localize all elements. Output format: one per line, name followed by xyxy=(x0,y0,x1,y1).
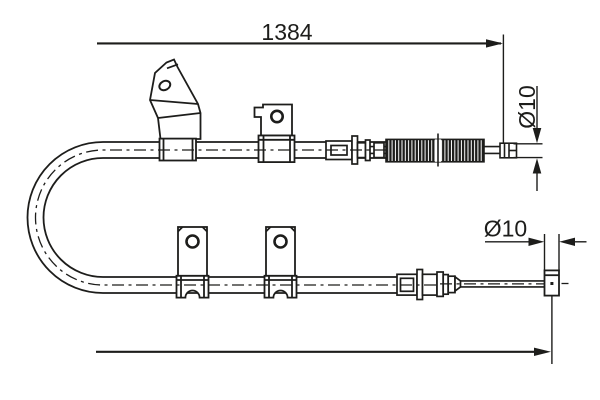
dimension-overall-length: 1384 xyxy=(97,19,505,143)
lower-cable-end-barrel xyxy=(543,269,569,297)
dimension-label-upper-diameter: Ø10 xyxy=(514,85,540,128)
barrel-center-mark xyxy=(550,282,554,285)
dimension-label-lower-diameter: Ø10 xyxy=(484,216,527,242)
arrowhead-right-icon xyxy=(528,237,545,246)
cable-outline xyxy=(26,141,400,294)
arrowhead-down-icon xyxy=(532,128,542,144)
lower-bracket-2 xyxy=(263,226,298,299)
bracket-clamp xyxy=(263,274,298,299)
arrowhead-right-icon xyxy=(534,347,551,356)
lower-bracket-1 xyxy=(175,226,210,299)
dimension-label-overall-length: 1384 xyxy=(261,19,312,45)
upper-cable-end xyxy=(499,142,518,159)
centerlines xyxy=(34,149,548,286)
bracket-oval-hole xyxy=(158,79,172,92)
cable-outer-edge xyxy=(26,141,400,294)
arrowhead-left-icon xyxy=(559,237,575,246)
bracket-tab-line xyxy=(166,63,179,70)
bracket-clamp xyxy=(175,274,210,299)
upper-flat-bracket xyxy=(253,103,296,164)
arrowhead-right-icon xyxy=(486,39,503,48)
return-spring xyxy=(385,133,485,167)
dimension-upper-diameter: Ø10 xyxy=(513,85,543,191)
cable-rods xyxy=(369,145,546,288)
bracket-round-hole xyxy=(269,109,284,124)
dimension-lower-diameter: Ø10 xyxy=(484,216,587,271)
dimension-lower-length xyxy=(96,295,553,364)
bracket-fold-line xyxy=(157,112,201,119)
bracket-body xyxy=(149,58,202,140)
cable-inner-edge xyxy=(42,157,400,278)
bracket-round-hole xyxy=(273,234,288,249)
bracket-fold-line xyxy=(149,99,199,105)
bracket-round-hole xyxy=(185,234,200,249)
arrowhead-up-icon xyxy=(532,158,542,174)
upper-angled-bracket xyxy=(149,58,202,162)
